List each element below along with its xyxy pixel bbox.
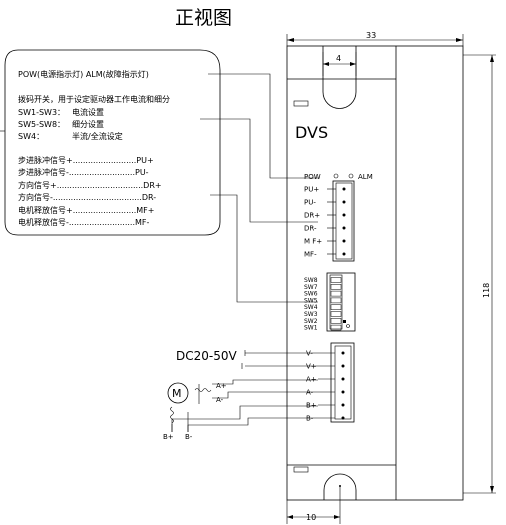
dip-switch-toggle[interactable] — [330, 277, 342, 283]
pow-label: POW — [304, 173, 321, 181]
motor-coil-b-minus: B- — [185, 433, 193, 441]
alm-led-icon — [348, 173, 354, 179]
signal-terminal-label: PU+ — [304, 186, 319, 194]
terminal-screw-icon — [341, 403, 345, 407]
dip-switch-toggle[interactable] — [330, 318, 342, 324]
signal-terminal-label: M F+ — [304, 238, 322, 246]
power-terminal-label: B- — [306, 415, 314, 423]
switch-sw1-3-name: SW1-SW3： — [18, 108, 65, 117]
dimension-lines: 33 4 118 10 — [286, 31, 496, 524]
terminal-screw-icon — [341, 351, 345, 355]
signal-terminal-label: PU- — [304, 199, 316, 207]
terminal-screw-icon — [342, 200, 346, 204]
dip-switch-label: SW1 — [304, 325, 318, 332]
signal-terminal-label: DR- — [304, 225, 317, 233]
motor-icon — [167, 382, 189, 404]
dip-switch-label: SW4 — [304, 304, 318, 311]
dip-switch-toggle[interactable] — [330, 311, 342, 317]
power-terminal-label: A- — [306, 389, 314, 397]
dip-switch-label: SW5 — [304, 297, 318, 304]
page-title: 正视图 — [175, 7, 232, 29]
indicators: POW ALM — [304, 173, 373, 181]
terminal-screw-icon — [342, 213, 346, 217]
terminal-screw-icon — [342, 226, 346, 230]
dip-switch-label: SW2 — [304, 318, 318, 325]
dim-hole-label: 4 — [336, 54, 341, 63]
terminal-screw-icon — [341, 377, 345, 381]
signal-legend-mf-plus: 电机释放信号+.........................MF+ — [18, 205, 154, 215]
motor-symbol: M — [172, 387, 182, 400]
driver-body: DVS — [286, 45, 464, 501]
legend-box: POW(电源指示灯) ALM(故障指示灯) 拨码开关，用于设定驱动器工作电流和细… — [0, 49, 221, 236]
switch-sw1-3-desc: 电流设置 — [72, 107, 104, 117]
switch-intro: 拨码开关，用于设定驱动器工作电流和细分 — [18, 94, 170, 104]
led-legend: POW(电源指示灯) ALM(故障指示灯) — [18, 69, 149, 79]
terminal-screw-icon — [341, 364, 345, 368]
signal-legend-dr-plus: 方向信号+..................................D… — [18, 180, 162, 190]
dip-switch-label: SW8 — [304, 277, 318, 284]
signal-terminal-label: MF- — [304, 251, 317, 259]
switch-sw5-8-name: SW5-SW8： — [18, 120, 65, 129]
switch-sw5-8-desc: 细分设置 — [72, 119, 104, 129]
dc-supply: DC20-50V — [176, 349, 318, 369]
power-terminal-block: V- V+ A+ A- B+ B- — [306, 342, 355, 423]
power-terminal-label: A+ — [306, 376, 317, 384]
power-terminal-label: B+ — [306, 402, 317, 410]
terminal-screw-icon — [342, 252, 346, 256]
signal-legend-mf-minus: 电机释放信号-..........................MF- — [18, 217, 150, 227]
dim-bottom-label: 10 — [306, 513, 316, 522]
switch-sw4-desc: 半流/全流设定 — [72, 131, 123, 141]
dip-switch-label: SW7 — [304, 284, 318, 291]
terminal-screw-icon — [342, 187, 346, 191]
dim-height-label: 118 — [482, 283, 491, 298]
pow-led-icon — [333, 173, 339, 179]
alm-label: ALM — [358, 173, 373, 181]
terminal-screw-icon — [341, 416, 345, 420]
dim-width-label: 33 — [366, 31, 376, 40]
dip-switch-toggle[interactable] — [330, 297, 342, 304]
terminal-screw-icon — [342, 239, 346, 243]
dip-switch-label: SW6 — [304, 291, 318, 298]
signal-terminal-label: DR+ — [304, 212, 320, 220]
power-terminal-label: V+ — [306, 363, 317, 371]
terminal-screw-icon — [341, 390, 345, 394]
dip-switch-label: SW3 — [304, 311, 318, 318]
leader-lines — [200, 73, 318, 303]
motor: M A+ A- B+ B- — [163, 379, 318, 441]
brand-label: DVS — [295, 123, 328, 142]
motor-coil-a-minus: A- — [216, 396, 224, 404]
dip-switch-toggle[interactable] — [330, 324, 342, 331]
motor-coil-b-plus: B+ — [163, 433, 174, 441]
signal-legend-dr-minus: 方向信号-...................................… — [18, 192, 156, 202]
motor-coil-a-plus: A+ — [216, 382, 227, 390]
top-mount-slot — [322, 46, 357, 109]
signal-legend-pu-plus: 步进脉冲信号+.........................PU+ — [18, 155, 154, 165]
bottom-mount-slot — [323, 473, 357, 500]
signal-terminal-block: PU+ PU- DR+ DR- M F+ MF- — [304, 180, 355, 262]
dip-switch-toggle[interactable] — [330, 304, 342, 310]
power-label: DC20-50V — [176, 349, 237, 363]
power-terminal-label: V- — [306, 350, 313, 358]
dip-switch-toggle[interactable] — [330, 290, 342, 297]
dip-switch-toggle[interactable] — [330, 284, 342, 290]
signal-legend-pu-minus: 步进脉冲信号-..........................PU- — [18, 167, 149, 177]
switch-sw4-name: SW4： — [18, 132, 44, 141]
